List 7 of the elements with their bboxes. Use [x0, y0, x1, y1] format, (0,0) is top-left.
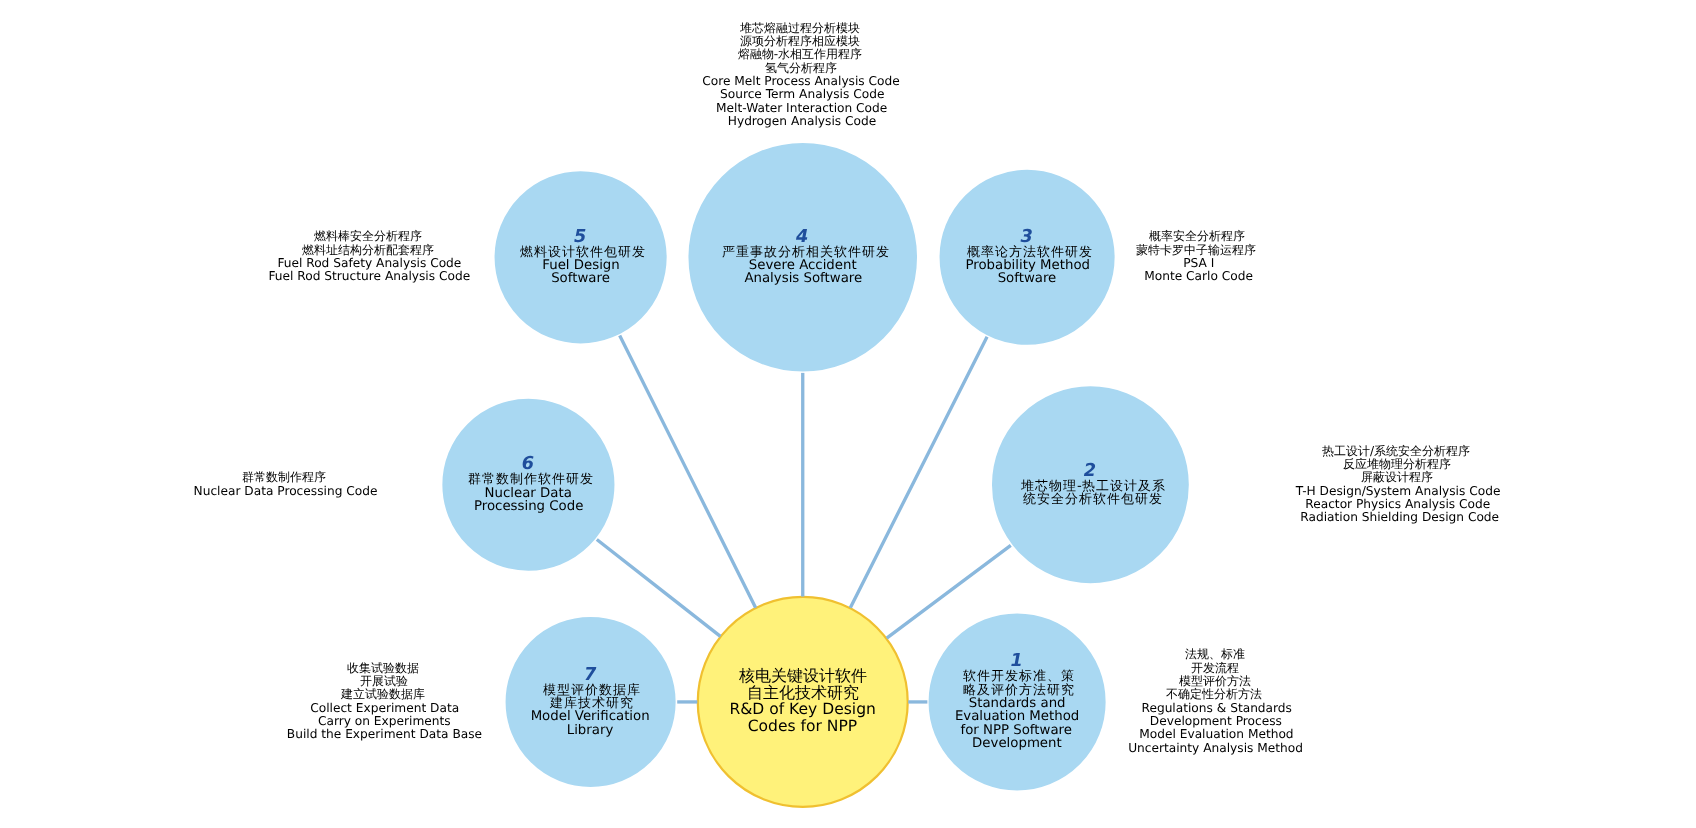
connector	[618, 334, 758, 609]
connector	[885, 544, 1012, 640]
connector	[801, 372, 805, 597]
connector	[908, 700, 928, 704]
connector	[677, 700, 698, 704]
connector	[848, 335, 989, 609]
connector	[595, 538, 722, 638]
